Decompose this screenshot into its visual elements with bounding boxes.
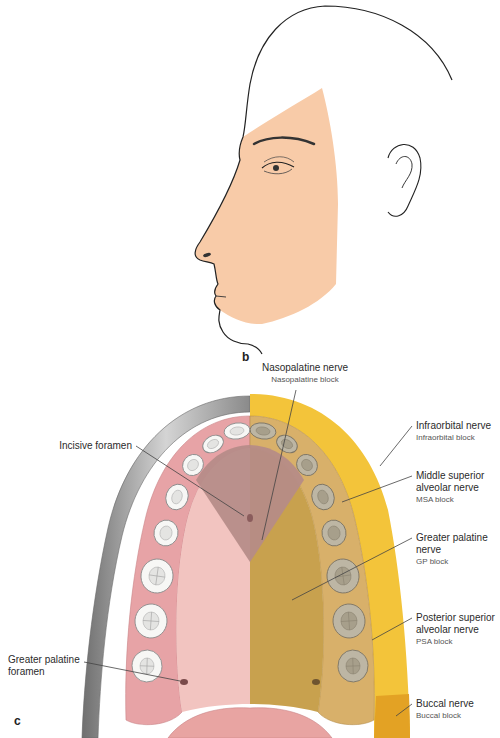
face-profile	[195, 6, 452, 354]
buccal-region	[374, 694, 410, 738]
block-label: Buccal block	[416, 711, 496, 721]
leader-line	[262, 390, 296, 540]
eyebrow	[254, 138, 314, 144]
nerve-label: Posterior superior alveolar nerve	[416, 612, 496, 636]
ear	[388, 144, 421, 216]
eyelid-crease	[264, 157, 294, 162]
teeth-left	[131, 421, 251, 682]
nerve-label: Buccal nerve	[416, 698, 496, 710]
ear-inner	[396, 157, 412, 189]
nerve-label-slot: Posterior superior alveolar nerve	[416, 612, 496, 636]
incisive-foramen	[247, 514, 253, 522]
block-label: GP block	[416, 557, 496, 567]
nerve-label-slot: Greater palatine nerve	[416, 532, 496, 556]
greater-palatine-foramen	[312, 679, 320, 685]
soft-palate	[168, 708, 332, 738]
teeth-right	[249, 421, 369, 682]
head-outline	[195, 6, 452, 354]
structure-label: Greater palatine foramen	[8, 654, 84, 678]
nerve-label-slot: Middle superior alveolar nerve	[416, 470, 496, 494]
leader-line	[292, 538, 412, 600]
block-label-slot: Infraorbital block	[416, 433, 496, 443]
nerve-label: Middle superior alveolar nerve	[416, 470, 496, 494]
nerve-label: Greater palatine nerve	[416, 532, 496, 556]
leader-line	[380, 426, 412, 466]
leader-line	[136, 446, 244, 516]
greater-palatine-foramen	[180, 679, 188, 685]
nerve-label: Infraorbital nerve	[416, 420, 496, 432]
leader-line	[396, 704, 412, 716]
nasopalatine-region	[196, 445, 304, 562]
nostril	[203, 252, 212, 258]
block-label: Nasopalatine block	[230, 375, 380, 385]
structure-label-slot: Incisive foramen	[22, 440, 132, 452]
mouth-line	[216, 296, 226, 297]
nerve-label-slot: Buccal nerve	[416, 698, 496, 710]
block-label: Infraorbital block	[416, 433, 496, 443]
block-label-slot: GP block	[416, 557, 496, 567]
maxillary-region	[195, 88, 338, 324]
leader-line	[342, 476, 412, 502]
block-label-slot: MSA block	[416, 495, 496, 505]
nerve-label-slot: Nasopalatine nerve	[230, 362, 380, 374]
leader-line	[84, 662, 180, 681]
block-label-slot: PSA block	[416, 637, 496, 647]
structure-label: Incisive foramen	[22, 440, 132, 452]
panel-letter: b	[242, 350, 266, 364]
panel-letter-slot: c	[14, 714, 38, 728]
block-label-slot: Nasopalatine block	[230, 375, 380, 385]
structure-label-slot: Greater palatine foramen	[8, 654, 84, 678]
panel-letter: c	[14, 714, 38, 728]
block-label: PSA block	[416, 637, 496, 647]
iris	[273, 165, 279, 171]
block-label-slot: Buccal block	[416, 711, 496, 721]
leader-line	[372, 618, 412, 640]
infraorbital-region	[250, 394, 410, 738]
nerve-label-slot: Infraorbital nerve	[416, 420, 496, 432]
block-label: MSA block	[416, 495, 496, 505]
leader-lines	[84, 390, 412, 716]
nerve-label: Nasopalatine nerve	[230, 362, 380, 374]
panel-letter-slot: b	[242, 350, 266, 364]
